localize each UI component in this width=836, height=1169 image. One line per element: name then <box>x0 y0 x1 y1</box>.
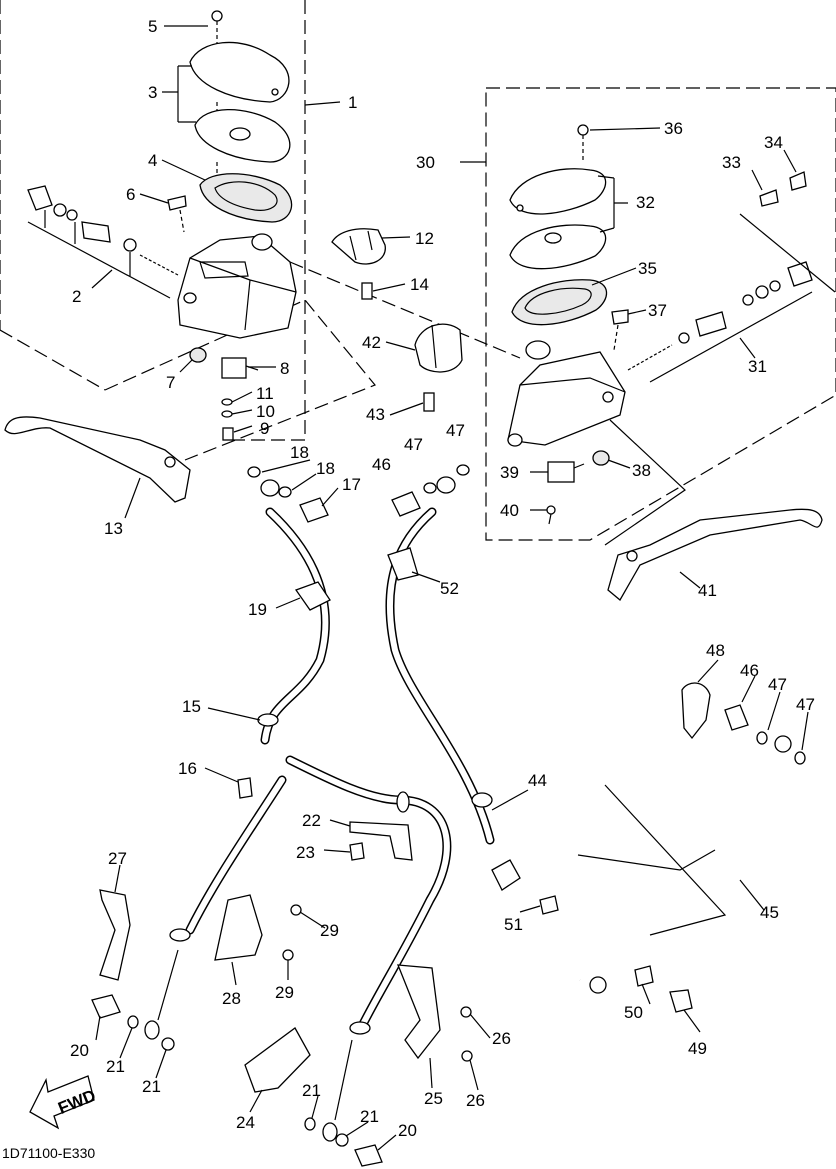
callout-31: 31 <box>748 357 767 376</box>
left-assembly-boundary <box>0 0 306 441</box>
callout-labels: 5 3 1 4 6 2 7 8 11 10 9 12 14 13 18 18 1… <box>2 17 815 1161</box>
callout-16: 16 <box>178 759 197 778</box>
right-brake-lever <box>607 508 823 601</box>
callout-26b: 26 <box>466 1091 485 1110</box>
left-brake-lever <box>4 416 191 503</box>
callout-42: 42 <box>362 333 381 352</box>
callout-19: 19 <box>248 600 267 619</box>
callout-29a: 29 <box>320 921 339 940</box>
callout-1: 1 <box>348 93 357 112</box>
callout-6: 6 <box>126 185 135 204</box>
diagram-code: 1D71100-E330 <box>2 1145 95 1161</box>
left-leader-wedge <box>104 299 376 461</box>
callout-18a: 18 <box>290 443 309 462</box>
callout-21b: 21 <box>142 1077 161 1096</box>
right-leader-wedge <box>289 261 686 546</box>
callout-9: 9 <box>260 419 269 438</box>
callout-45: 45 <box>760 903 779 922</box>
callout-44: 44 <box>528 771 547 790</box>
handlebar-holders <box>331 228 463 412</box>
callout-14: 14 <box>410 275 429 294</box>
callout-20b: 20 <box>398 1121 417 1140</box>
callout-7: 7 <box>166 373 175 392</box>
callout-38: 38 <box>632 461 651 480</box>
callout-21a: 21 <box>106 1057 125 1076</box>
callout-23: 23 <box>296 843 315 862</box>
callout-17: 17 <box>342 475 361 494</box>
callout-30: 30 <box>416 153 435 172</box>
callout-27: 27 <box>108 849 127 868</box>
callout-34: 34 <box>764 133 783 152</box>
callout-39: 39 <box>500 463 519 482</box>
callout-22: 22 <box>302 811 321 830</box>
callout-21d: 21 <box>360 1107 379 1126</box>
fasteners <box>91 464 806 1167</box>
callout-25: 25 <box>424 1089 443 1108</box>
callout-48: 48 <box>706 641 725 660</box>
mounting-brackets <box>99 682 711 1093</box>
callout-47d: 47 <box>796 695 815 714</box>
callout-32: 32 <box>636 193 655 212</box>
brake-pipe <box>573 735 792 994</box>
callout-47c: 47 <box>768 675 787 694</box>
callout-11: 11 <box>256 384 274 403</box>
callout-29b: 29 <box>275 983 294 1002</box>
callout-50: 50 <box>624 1003 643 1022</box>
callout-26a: 26 <box>492 1029 511 1048</box>
callout-15: 15 <box>182 697 201 716</box>
callout-37: 37 <box>648 301 667 320</box>
callout-41: 41 <box>698 581 717 600</box>
callout-8: 8 <box>280 359 289 378</box>
callout-18b: 18 <box>316 459 335 478</box>
callout-24: 24 <box>236 1113 255 1132</box>
callout-46a: 46 <box>372 455 391 474</box>
callout-5: 5 <box>148 17 157 36</box>
callout-40: 40 <box>500 501 519 520</box>
callout-28: 28 <box>222 989 241 1008</box>
callout-47a: 47 <box>404 435 423 454</box>
callout-2: 2 <box>72 287 81 306</box>
right-assembly-boundary <box>485 87 836 541</box>
callout-49: 49 <box>688 1039 707 1058</box>
callout-12: 12 <box>415 229 434 248</box>
callout-51: 51 <box>504 915 523 934</box>
callout-36: 36 <box>664 119 683 138</box>
callout-35: 35 <box>638 259 657 278</box>
right-master-cylinder <box>507 124 836 525</box>
callout-4: 4 <box>148 151 157 170</box>
callout-13: 13 <box>104 519 123 538</box>
callout-43: 43 <box>366 405 385 424</box>
callout-3: 3 <box>148 83 157 102</box>
forward-arrow: FWD <box>29 1075 98 1130</box>
left-master-cylinder <box>27 10 297 441</box>
leader-lines <box>91 25 809 1151</box>
callout-46b: 46 <box>740 661 759 680</box>
callout-33: 33 <box>722 153 741 172</box>
callout-52: 52 <box>440 579 459 598</box>
callout-47b: 47 <box>446 421 465 440</box>
callout-21c: 21 <box>302 1081 321 1100</box>
callout-10: 10 <box>256 402 275 421</box>
brake-hoses <box>144 476 521 1142</box>
callout-20a: 20 <box>70 1041 89 1060</box>
